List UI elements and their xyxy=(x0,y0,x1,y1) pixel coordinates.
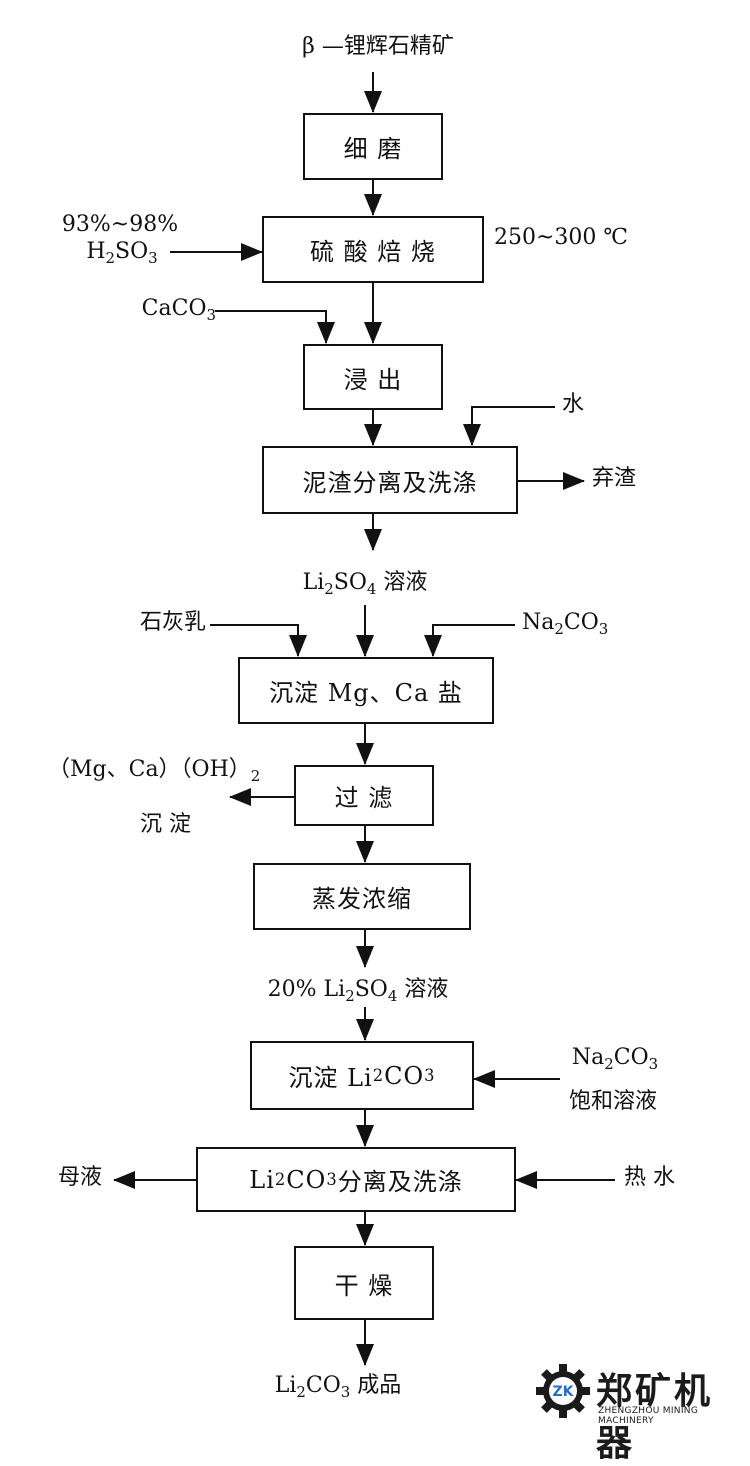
na2co3-co: CO xyxy=(563,610,599,635)
product-label: Li2CO3 成品 xyxy=(274,1373,402,1402)
na2co3-label: Na2CO3 xyxy=(522,610,609,639)
li2so4-sub2: 4 xyxy=(366,580,377,599)
precip-li-mid: CO xyxy=(384,1061,425,1090)
li-sep-mid: CO xyxy=(286,1165,327,1194)
precip-li-prefix: 沉淀 Li xyxy=(288,1064,373,1092)
na2co3-sat-co: CO xyxy=(613,1045,649,1070)
acid-formula-label: H2SO3 xyxy=(86,239,158,268)
roast-temperature-label: 250~300 ℃ xyxy=(494,225,629,250)
acid-h-sub: 2 xyxy=(105,249,116,268)
li2so4-li: Li xyxy=(302,570,325,595)
li-sep-prefix: Li xyxy=(249,1165,275,1194)
waste-residue-label: 弃渣 xyxy=(592,466,637,491)
arrow-caco3-to-leaching xyxy=(215,310,335,344)
step-grinding: 细 磨 xyxy=(303,113,443,180)
na2co3-sat-na: Na xyxy=(571,1045,605,1070)
li2so4-20-label: 20% Li2SO4 溶液 xyxy=(267,977,449,1006)
na2co3-na: Na xyxy=(522,610,555,635)
step-separation: 泥渣分离及洗涤 xyxy=(262,446,518,514)
acid-so: SO xyxy=(115,239,149,264)
na2co3-sub1: 2 xyxy=(554,620,564,639)
na2co3-sat-sub2: 3 xyxy=(648,1055,659,1074)
li2so4-20-sub2: 4 xyxy=(387,987,398,1006)
li2so4-so: SO xyxy=(333,570,367,595)
step-roasting: 硫 酸 焙 烧 xyxy=(262,216,484,283)
precipitate-label: 沉 淀 xyxy=(140,812,191,837)
arrow-lime-to-precip xyxy=(210,624,307,657)
caco3-label: CaCO3 xyxy=(141,296,216,325)
hot-water-label: 热 水 xyxy=(624,1165,675,1190)
hydroxide-precipitate-label: （Mg、Ca）（OH）2 xyxy=(48,757,261,786)
na2co3-sat-sub1: 2 xyxy=(604,1055,614,1074)
product-suffix: 成品 xyxy=(350,1373,402,1398)
hydroxide-formula: （Mg、Ca）（OH） xyxy=(48,757,251,782)
step-evaporation: 蒸发浓缩 xyxy=(253,863,471,930)
step-drying: 干 燥 xyxy=(294,1246,434,1320)
step-filtering: 过 滤 xyxy=(294,765,434,826)
li2so4-20-sub1: 2 xyxy=(345,987,355,1006)
acid-h: H xyxy=(86,239,106,264)
product-sub1: 2 xyxy=(296,1383,306,1402)
na2co3-saturated-formula-label: Na2CO3 xyxy=(571,1045,659,1074)
hydroxide-sub: 2 xyxy=(250,767,261,786)
start-material-label: β —锂辉石精矿 xyxy=(302,34,454,59)
gear-logo-icon: ZK xyxy=(536,1364,590,1418)
li2so4-20-suffix: 溶液 xyxy=(397,977,449,1002)
li2so4-solution-label: Li2SO4 溶液 xyxy=(302,570,428,599)
arrow-water-to-separation xyxy=(463,406,555,446)
logo-subtitle: ZHENGZHOU MINING MACHINERY xyxy=(598,1406,699,1426)
company-logo: ZK 郑矿机器 ZHENGZHOU MINING MACHINERY xyxy=(536,1362,746,1464)
acid-concentration-label: 93%~98% xyxy=(61,212,179,237)
product-sub2: 3 xyxy=(340,1383,351,1402)
flow-connectors xyxy=(113,72,615,1366)
na2co3-sub2: 3 xyxy=(598,620,609,639)
water-label: 水 xyxy=(562,392,585,417)
li2so4-20-so: SO xyxy=(354,977,388,1002)
logo-mark: ZK xyxy=(553,1384,575,1400)
li2so4-sub1: 2 xyxy=(324,580,334,599)
li2so4-suffix: 溶液 xyxy=(376,570,428,595)
li2so4-20-prefix: 20% Li xyxy=(267,977,346,1002)
step-precipitate-mg-ca: 沉淀 Mg、Ca 盐 xyxy=(238,657,494,724)
mother-liquor-label: 母液 xyxy=(58,1165,103,1190)
saturated-solution-label: 饱和溶液 xyxy=(568,1089,658,1114)
lime-milk-label: 石灰乳 xyxy=(139,610,206,635)
caco3-main: CaCO xyxy=(141,296,207,321)
arrow-na2co3-to-precip xyxy=(424,624,515,657)
product-li: Li xyxy=(274,1373,297,1398)
acid-so-sub: 3 xyxy=(148,249,158,268)
flowchart: β —锂辉石精矿 细 磨 硫 酸 焙 烧 浸 出 泥渣分离及洗涤 沉淀 Mg、C… xyxy=(48,34,675,1402)
product-co: CO xyxy=(305,1373,341,1398)
caco3-sub: 3 xyxy=(206,306,216,325)
li-sep-suffix: 分离及洗涤 xyxy=(337,1168,463,1196)
step-leaching: 浸 出 xyxy=(303,344,443,410)
